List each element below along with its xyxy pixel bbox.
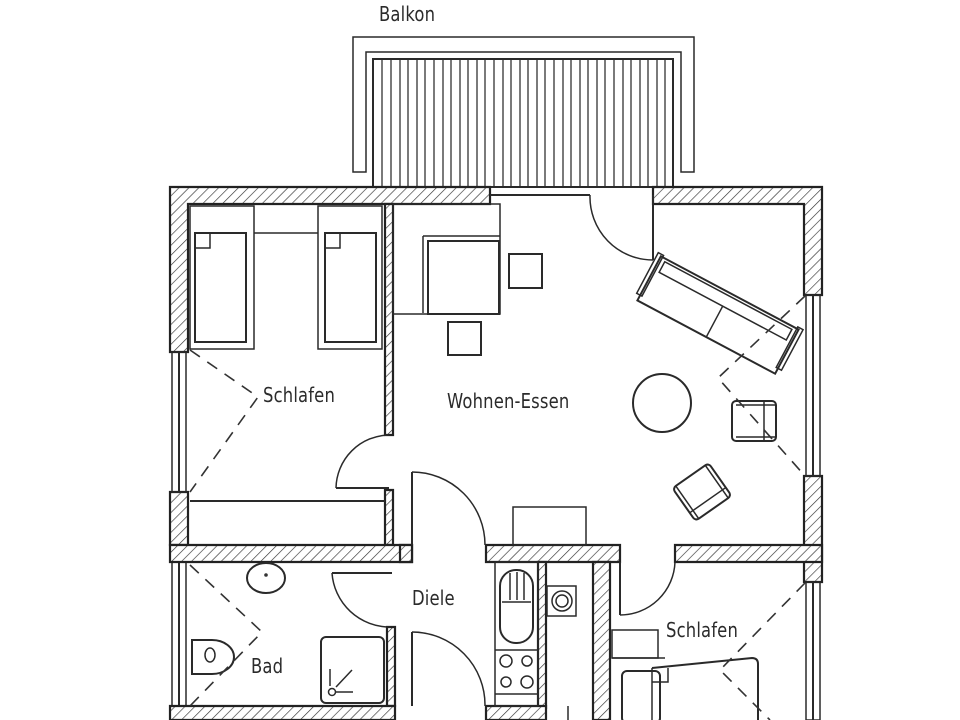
bedroom-2-furniture xyxy=(611,582,806,720)
armchair-bottom xyxy=(673,463,731,521)
kitchen-furniture xyxy=(494,561,577,720)
sofa xyxy=(635,251,805,376)
room-label-wohnen-essen: Wohnen-Essen xyxy=(447,389,570,413)
room-label-diele: Diele xyxy=(412,586,455,610)
room-label-bad: Bad xyxy=(251,654,284,678)
room-label-balkon: Balkon xyxy=(379,2,436,26)
living-dining-furniture xyxy=(392,203,806,546)
windows xyxy=(171,294,821,720)
doors xyxy=(331,194,676,707)
bathroom-furniture xyxy=(189,562,385,707)
interior-walls xyxy=(168,202,824,720)
room-label-schlafen-2: Schlafen xyxy=(666,618,739,642)
room-label-schlafen-1: Schlafen xyxy=(263,383,336,407)
balcony xyxy=(352,36,695,188)
balcony-decking xyxy=(381,60,666,186)
bedroom-1-furniture xyxy=(189,205,385,502)
